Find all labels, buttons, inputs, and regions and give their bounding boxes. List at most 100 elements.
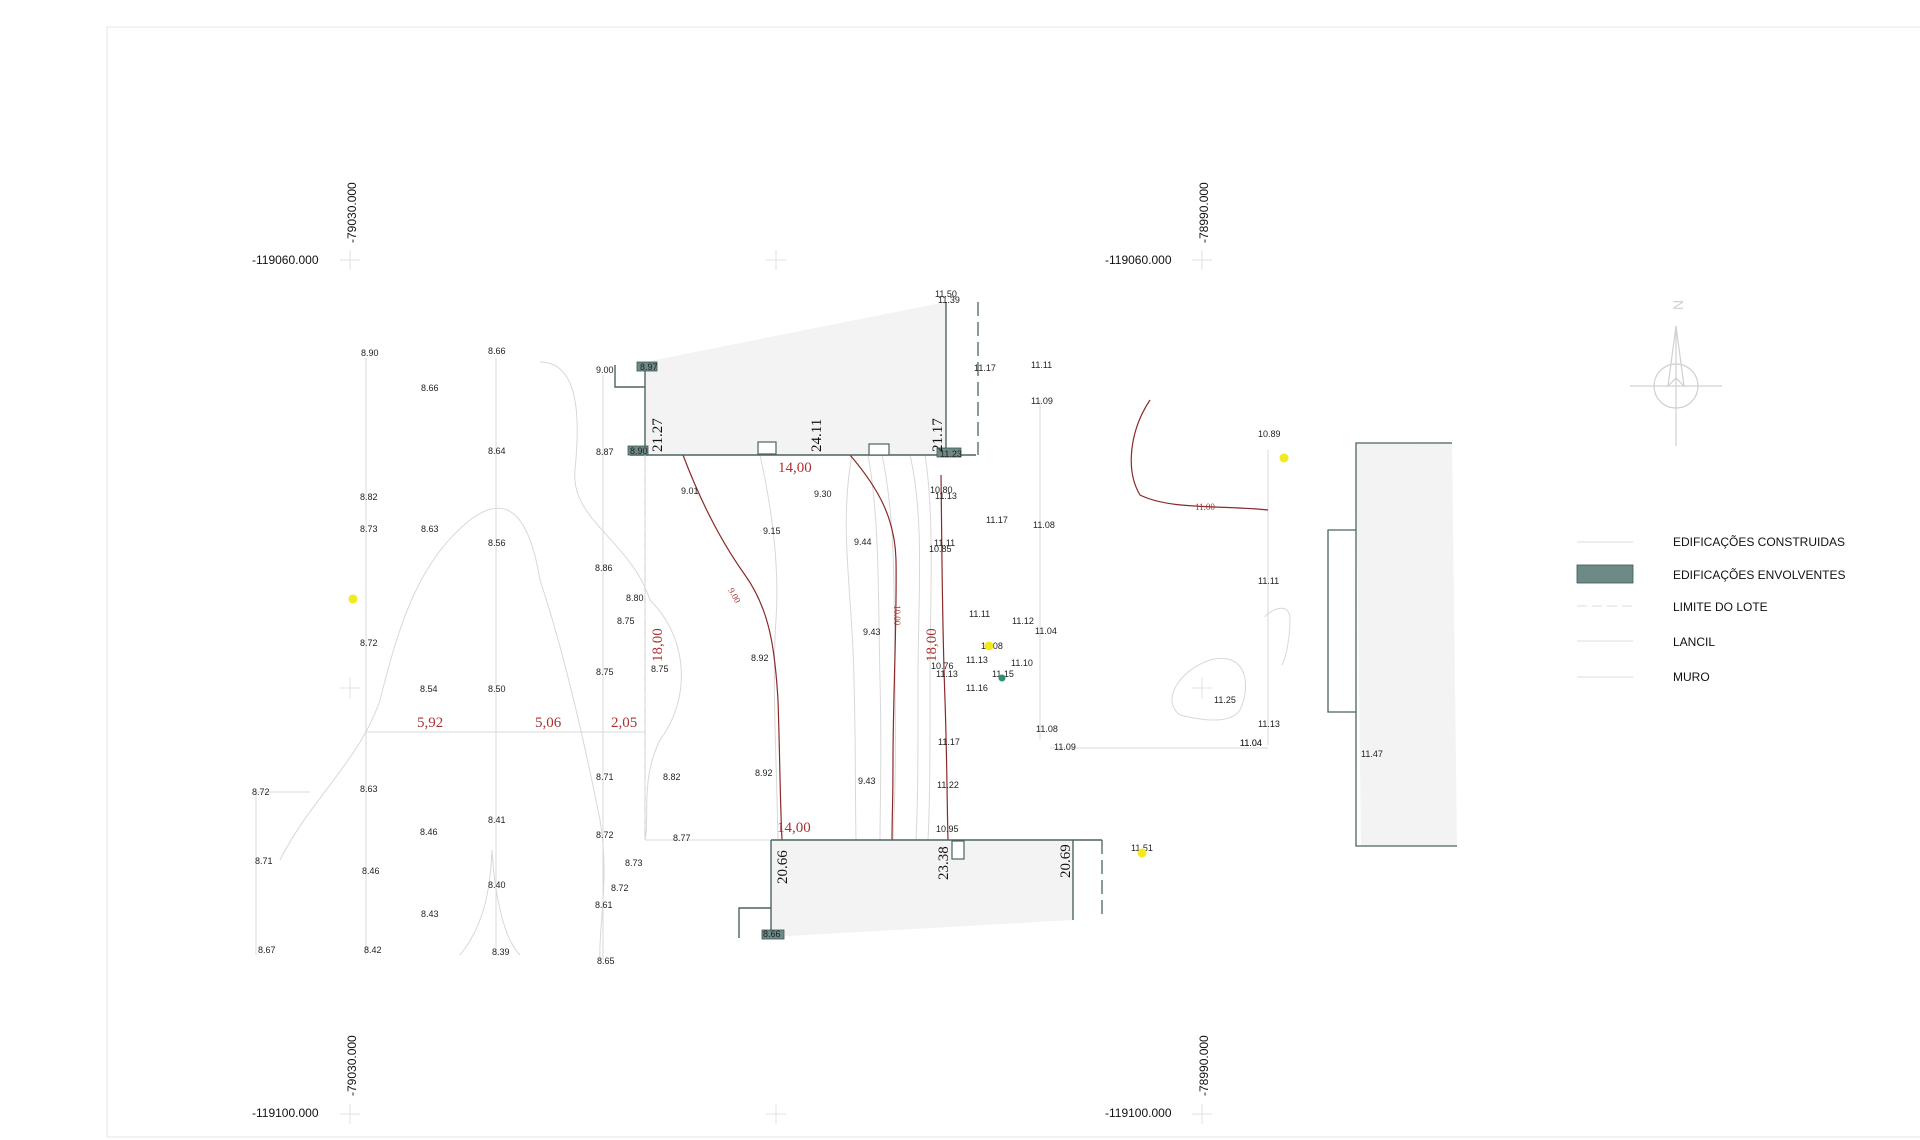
envolvente-marker-1 [636,361,658,372]
envolvente-marker-3 [936,447,962,458]
spot-elevation: 8.46 [362,866,380,876]
spot-elevation: 11.04 [1240,738,1262,748]
envolvente-marker-4 [761,929,785,940]
spot-elevation: 8.73 [360,524,378,534]
spot-elevation: 11.47 [1361,749,1383,759]
spot-elevation: 8.46 [420,827,438,837]
dim-bottom-left-height: 20.66 [775,850,791,884]
spot-elevation: 9.43 [858,776,876,786]
spot-elevation: 8.75 [617,616,635,626]
spot-elevation: 9.30 [814,489,832,499]
building-top-footprint [645,302,946,455]
spot-elevation: 11.39 [938,295,960,305]
legend-swatch-envolventes [1576,564,1634,584]
north-label: N [1670,300,1686,310]
spot-elevation: 8.75 [596,667,614,677]
spot-elevation: 11.08 [1036,724,1058,734]
spot-elevation: 8.66 [488,346,506,356]
spot-elevation: 11.50 [935,289,957,299]
spot-elevation: 11.09 [1031,396,1053,406]
window-marker-1 [757,441,777,455]
legend-label-construidas: EDIFICAÇÕES CONSTRUIDAS [1673,534,1845,549]
grid-crosses [340,250,1212,1124]
spot-elevation: 11.04 [1240,738,1262,748]
spot-elevation: 8.63 [360,784,378,794]
spot-elevation: 11.11 [1031,360,1052,370]
window-marker-2 [868,443,890,456]
dim-top-right-height: 21.17 [930,418,946,452]
spot-elevation: 8.64 [488,446,506,456]
spot-elevation: 8.65 [597,956,615,966]
yellow-marker-4 [1137,848,1147,858]
spot-elevation: 9.43 [863,627,881,637]
coord-top-left-y: -119060.000 [252,253,319,267]
contour-lines [682,399,1269,841]
spot-elevation: 11.08 [1033,520,1055,530]
coord-bottom-left-y: -119100.000 [252,1106,319,1120]
contour-label-10: 10.00 [892,605,902,626]
sheet-frame [106,26,1920,1138]
spot-elevation: 8.66 [763,929,781,939]
yellow-marker-2 [984,641,994,651]
spot-elevation: 8.75 [651,664,669,674]
spot-elevation: 8.50 [488,684,506,694]
window-marker-3 [951,840,965,860]
spot-elevation: 8.72 [611,883,629,893]
spot-elevation: 8.61 [595,900,613,910]
spot-elevation: 8.97 [640,362,658,372]
spot-elevation: 8.56 [488,538,506,548]
spot-elevation: 8.87 [596,447,614,457]
north-arrow-icon [1630,325,1722,446]
coord-top-right-x: -78990.000 [1197,182,1211,243]
spot-elevation: 8.82 [360,492,378,502]
dim-bottom-mid-height: 23.38 [936,846,952,880]
spot-elevation: 8.90 [630,446,648,456]
spot-elevation: 8.77 [673,833,691,843]
spot-elevation: 11.09 [1054,742,1076,752]
spot-elevation: 11.11 [1258,576,1279,586]
spot-elevation: 8.63 [421,524,439,534]
spot-elevation: 9.01 [681,486,699,496]
spot-elevation: 10.76 [931,661,954,671]
building-neighbour-right [1356,442,1457,846]
spot-elevation: 8.54 [420,684,438,694]
spot-elevation: 8.39 [492,947,510,957]
spot-elevation: 11.22 [937,780,959,790]
spot-elevation: 11.23 [940,449,962,459]
spot-elevation: 11.17 [938,737,960,747]
spot-elevation: 11.13 [936,669,958,679]
contour-label-9: 9.00 [726,586,743,605]
spot-elevation: 11.13 [1258,719,1280,729]
spot-elevation: 10.85 [929,544,952,554]
spot-elevation: 8.92 [755,768,773,778]
spot-elevation: 11.13 [935,491,957,501]
spot-elevation: 8.86 [595,563,613,573]
spot-elevation: 11.17 [974,363,996,373]
building-bottom-outline [738,839,1102,938]
spot-elevation: 10.80 [930,485,953,495]
spot-elevation: 11.11 [934,538,955,548]
spot-elevation: 8.82 [663,772,681,782]
building-top-outline [614,302,976,456]
spot-elevation: 11.15 [992,669,1014,679]
building-bottom-footprint [771,840,1073,937]
yellow-marker-1 [348,594,358,604]
legend: EDIFICAÇÕES CONSTRUIDAS EDIFICAÇÕES ENVO… [1576,534,1845,684]
dim-bottom-right-height: 20.69 [1058,844,1074,878]
survey-lines [255,358,1291,961]
spot-elevation: 11.13 [966,655,988,665]
coord-bottom-left-x: -79030.000 [345,1035,359,1096]
dim-setback-a: 5,92 [417,715,443,731]
spot-elevation: 8.72 [360,638,378,648]
spot-elevation: 8.41 [488,815,506,825]
spot-elevation: 11.16 [966,683,988,693]
spot-elevation: 11.11 [969,609,990,619]
spot-elevation: 8.73 [625,858,643,868]
spot-elevation: 11.17 [986,515,1008,525]
spot-elevation: 8.72 [252,787,270,797]
spot-elevation: 8.66 [421,383,439,393]
spot-elevation: 8.67 [258,945,276,955]
coord-bottom-right-y: -119100.000 [1105,1106,1172,1120]
coord-top-left-x: -79030.000 [345,182,359,243]
